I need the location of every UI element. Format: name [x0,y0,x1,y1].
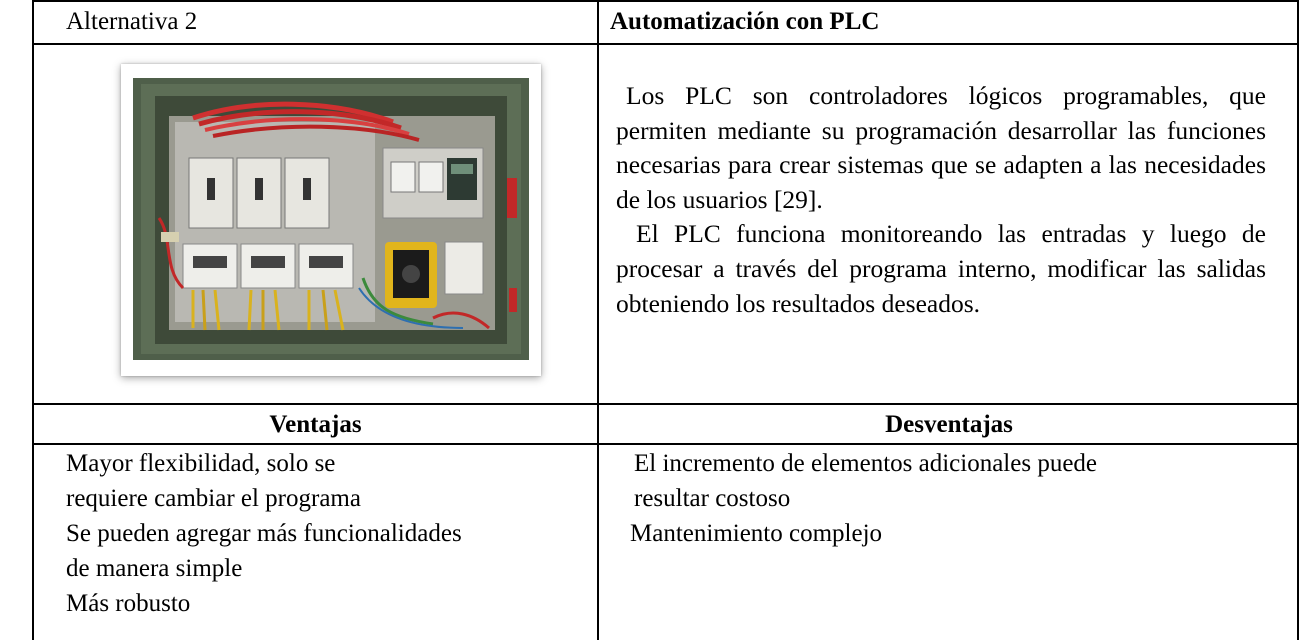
alternative-label: Alternativa 2 [66,8,198,35]
electrical-control-panel-photo [133,78,529,360]
list-item: resultar costoso [634,485,791,512]
control-panel-image [133,78,529,360]
list-item: El incremento de elementos adicionales p… [634,450,1098,477]
section-title: Automatización con PLC [610,8,880,35]
desventajas-header: Desventajas [885,411,1013,438]
list-item: requiere cambiar el programa [66,485,361,512]
list-item: de manera simple [66,555,243,582]
list-item: Más robusto [66,590,191,617]
list-item: Se pueden agregar más funcionalidades [66,520,462,547]
list-item: Mayor flexibilidad, solo se [66,450,336,477]
ventajas-header: Ventajas [269,411,362,438]
plc-description: Los PLC son controladores lógicos progra… [616,79,1266,321]
comparison-table: Alternativa 2 Automatización con PLC [32,0,1299,640]
description-paragraph-2: El PLC funciona monitoreando las entrada… [616,219,1266,318]
description-paragraph-1: Los PLC son controladores lógicos progra… [616,81,1266,214]
header-row-divider [34,43,1297,45]
table-top-border [34,0,1297,2]
column-divider [597,0,599,640]
list-item: Mantenimiento complejo [630,520,883,547]
photo-frame [121,64,541,376]
image-row-divider [34,403,1297,405]
ventajas-list: Mayor flexibilidad, solo se requiere cam… [66,446,462,621]
desventajas-list: El incremento de elementos adicionales p… [630,446,1098,551]
subheader-row-divider [34,443,1297,445]
